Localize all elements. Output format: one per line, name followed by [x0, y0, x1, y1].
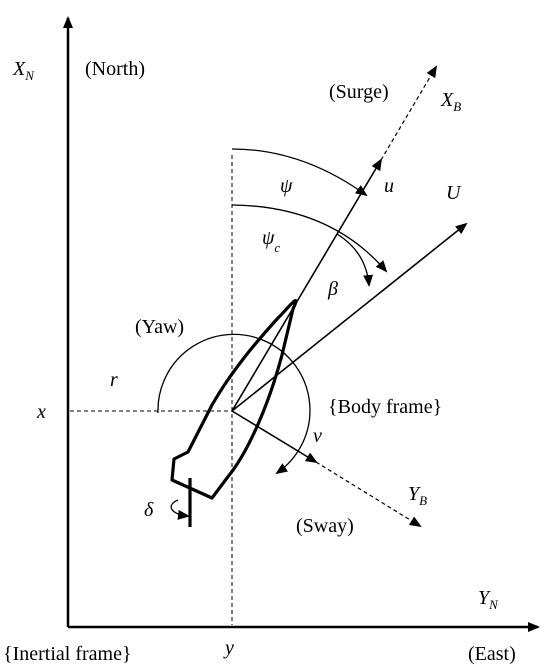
yb-axis-label: YB — [408, 483, 427, 508]
surge-u-label: u — [384, 175, 394, 197]
yaw-rate-arc — [157, 333, 311, 475]
sideslip-beta-arc — [336, 233, 374, 287]
y-position-label: y — [223, 637, 234, 659]
surge-u-arrow — [231, 158, 383, 412]
yaw-rate-r-label: r — [110, 369, 118, 391]
sway-v-label: v — [313, 425, 322, 447]
sideslip-beta-label: β — [327, 278, 338, 300]
north-axis-label: XN — [12, 58, 35, 83]
rudder-angle-delta-arrow — [170, 499, 190, 520]
x-position-label: x — [36, 401, 46, 423]
north-label: (North) — [85, 58, 145, 80]
ship-hull — [170, 299, 298, 500]
velocity-U-arrow — [231, 222, 468, 412]
east-axis-label: YN — [478, 587, 499, 612]
east-label: (East) — [468, 643, 516, 665]
yaw-label: (Yaw) — [135, 316, 184, 338]
xb-axis-label: XB — [440, 89, 461, 114]
course-psi-c-label: ψc — [262, 227, 280, 255]
course-psi-c-arc — [231, 204, 388, 273]
surge-label: (Surge) — [329, 81, 389, 103]
yb-axis-dashed-line — [315, 461, 422, 528]
xb-axis-dashed-line — [380, 65, 438, 161]
body-frame-label: {Body frame} — [328, 396, 442, 418]
rudder-delta-label: δ — [144, 499, 154, 521]
heading-psi-arc — [231, 148, 368, 197]
heading-psi-label: ψ — [280, 175, 293, 197]
sway-label: (Sway) — [296, 515, 354, 537]
velocity-U-label: U — [446, 182, 462, 204]
sway-v-arrow — [231, 410, 318, 464]
inertial-frame-label: {Inertial frame} — [3, 643, 132, 665]
